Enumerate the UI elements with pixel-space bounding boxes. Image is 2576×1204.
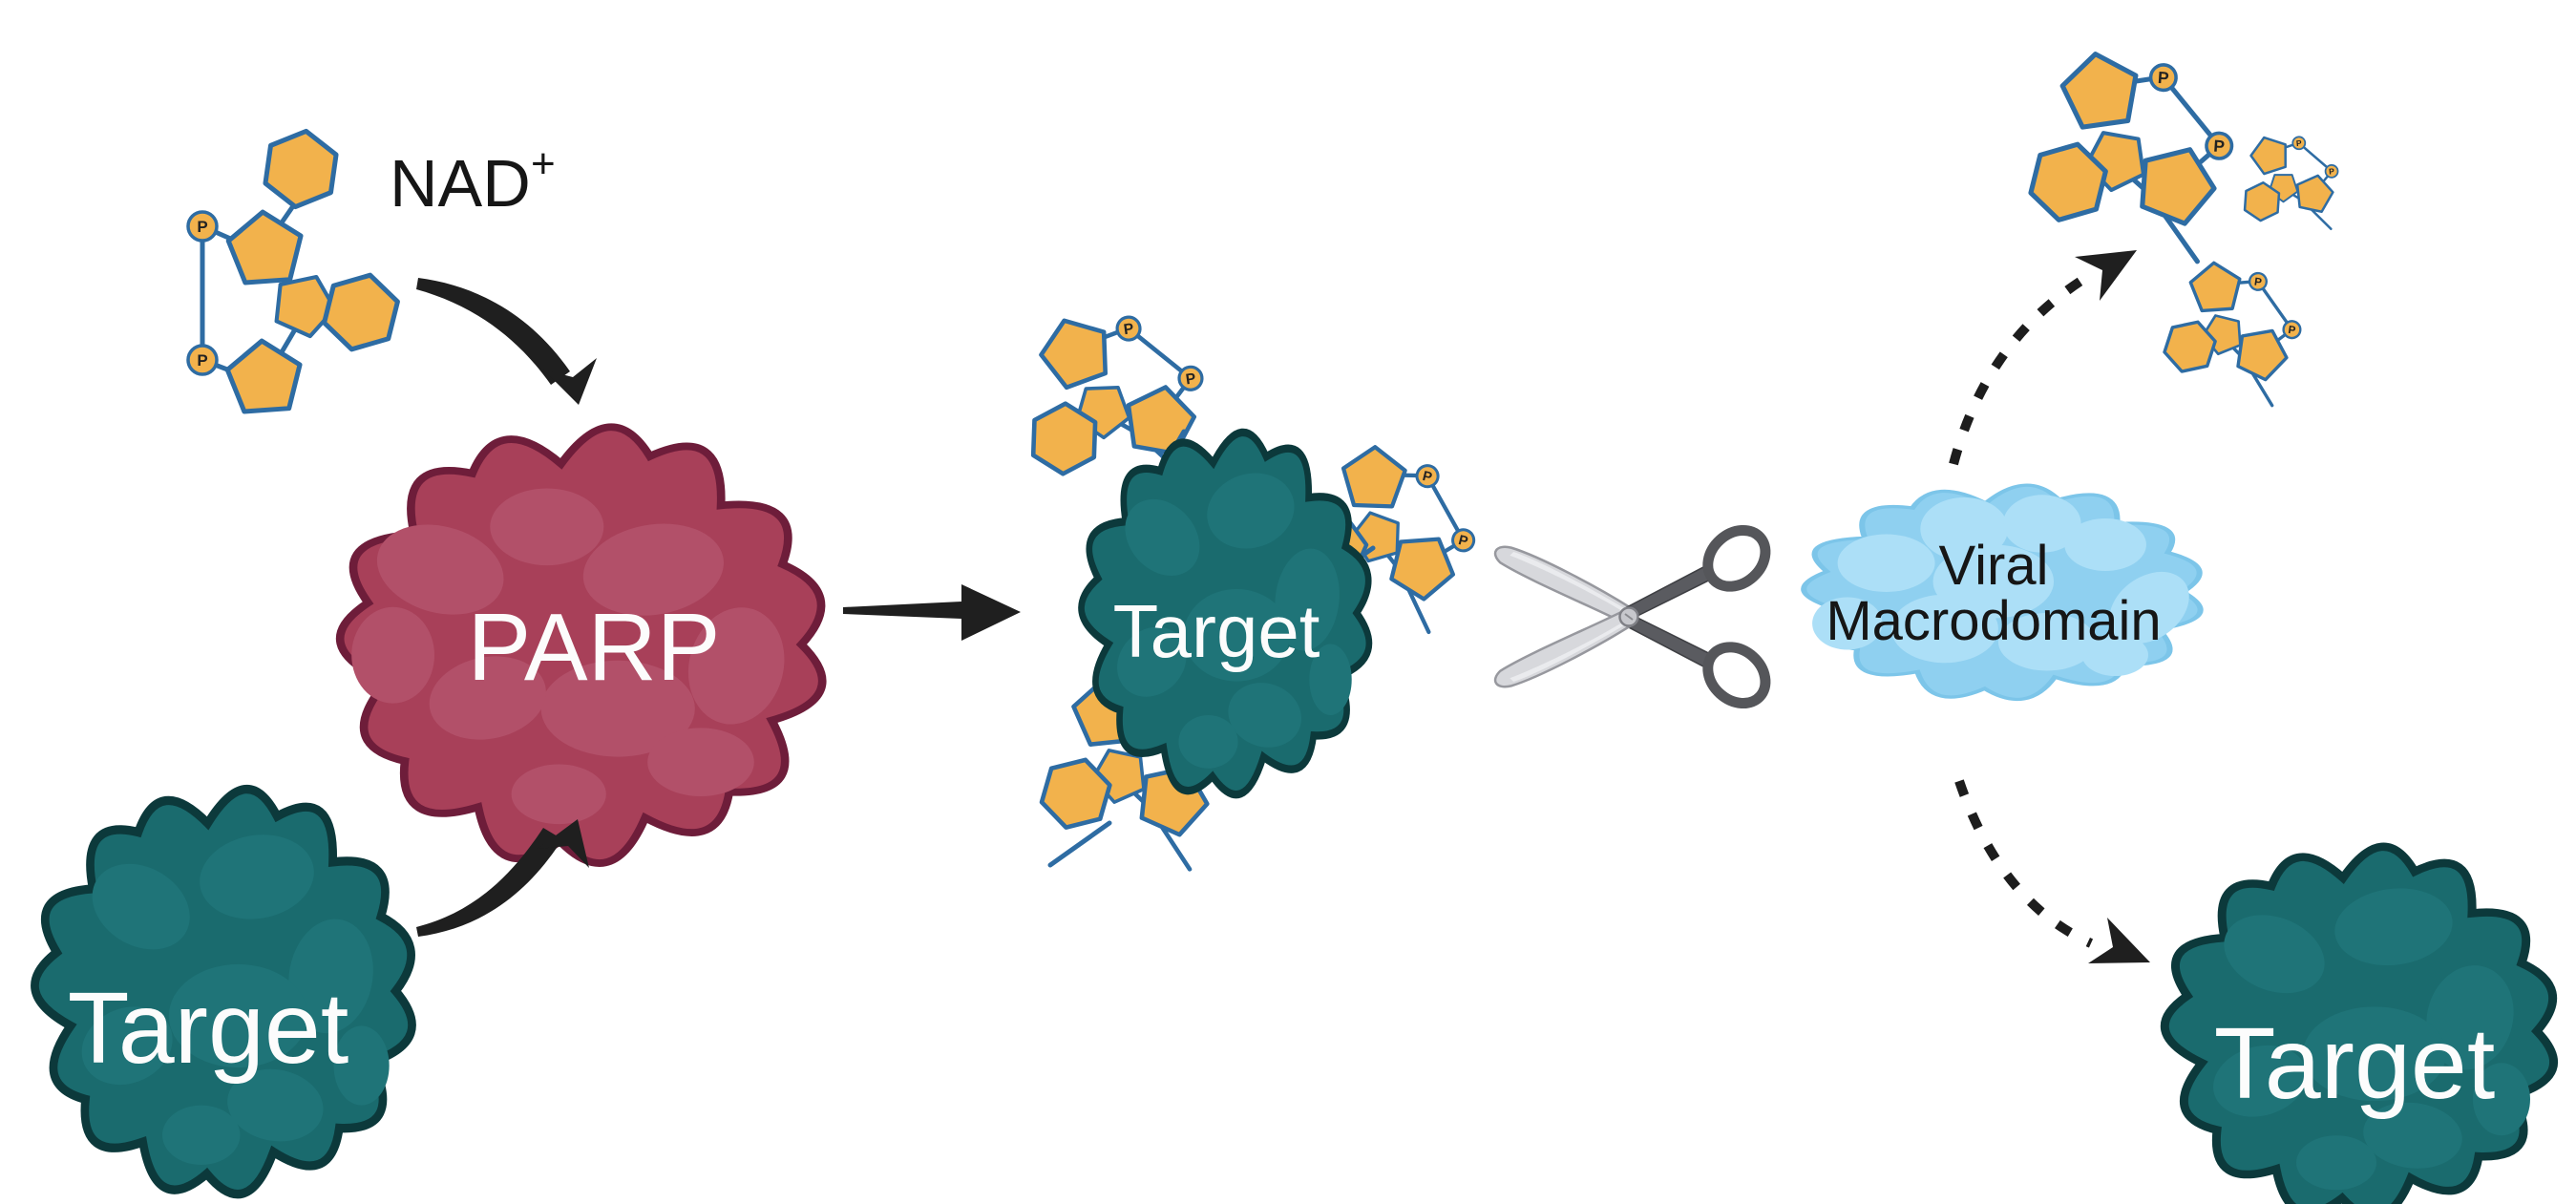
- ribose-ring: [225, 338, 303, 412]
- released-adp-ribose-group: [2023, 42, 2344, 408]
- arrow-target-to-parp: [416, 819, 589, 937]
- ribose-ring: [226, 209, 304, 284]
- phosphate-icon: [186, 210, 219, 243]
- target-protein-modified: Target: [1011, 296, 1491, 872]
- arrow-parp-to-modified-target: [843, 584, 1021, 641]
- released-adp-ribose-medium: [2157, 252, 2309, 408]
- target-protein-substrate: Target: [34, 790, 412, 1194]
- target-modified-label: Target: [1113, 589, 1320, 673]
- released-adp-ribose-large: [2023, 42, 2238, 263]
- released-adp-ribose-small: [2235, 126, 2344, 238]
- adp-attachment-bond: [1047, 820, 1112, 868]
- parp-blob: [340, 427, 822, 863]
- phosphate-label: P: [197, 218, 207, 236]
- nad-molecule: P P: [186, 127, 402, 412]
- parp-label: PARP: [468, 594, 721, 701]
- blob-texture-patches: [351, 488, 785, 825]
- scissors-icon: [1476, 513, 1784, 721]
- parp-enzyme: PARP: [340, 427, 822, 863]
- viral-macrodomain-blob: [1804, 485, 2203, 699]
- arrowhead-icon: [2075, 250, 2137, 301]
- dashed-arrow-to-adp-ribose: [1949, 250, 2137, 466]
- target-released-label: Target: [2214, 1007, 2496, 1120]
- blob-texture-patches: [1812, 495, 2189, 676]
- nad-superscript: +: [531, 140, 556, 187]
- viral-macrodomain-label-line2: Macrodomain: [1826, 590, 2161, 652]
- arrowhead-icon: [543, 358, 597, 405]
- target-protein-released: Target: [2164, 847, 2553, 1204]
- phosphate-label: P: [197, 351, 207, 370]
- phosphate-icon: [186, 344, 219, 376]
- target-substrate-label: Target: [68, 972, 349, 1085]
- dashed-arrow-to-target: [1954, 779, 2150, 963]
- nicotinamide-ring: [263, 127, 339, 212]
- arrowhead-icon: [2088, 918, 2150, 963]
- adenine-hexagon: [320, 267, 402, 357]
- nad-label: NAD: [390, 146, 531, 221]
- viral-macrodomain-label-line1: Viral: [1939, 535, 2049, 597]
- arrowhead-icon: [538, 819, 589, 868]
- viral-macrodomain: Viral Macrodomain: [1804, 485, 2203, 699]
- arrow-nad-to-parp: [416, 278, 597, 405]
